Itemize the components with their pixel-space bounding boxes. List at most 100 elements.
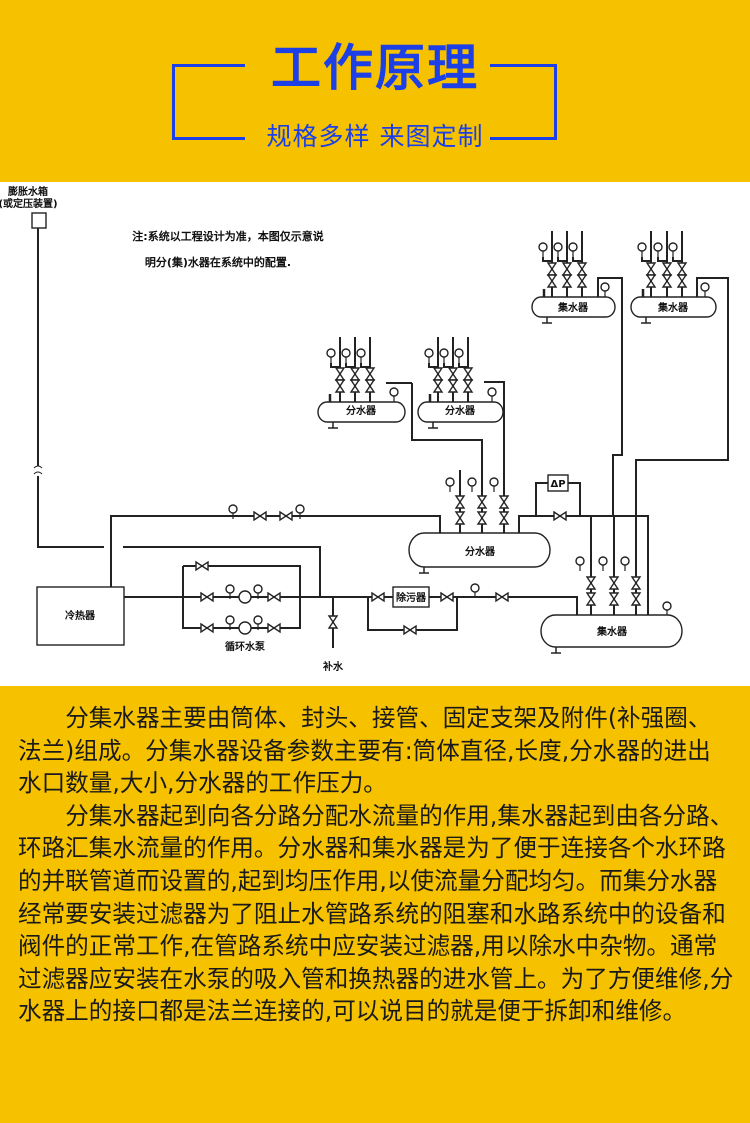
valve-icon [440, 591, 454, 603]
pipe [411, 383, 483, 533]
main-distributor [408, 532, 551, 568]
pressure-gauge-icon [700, 282, 710, 292]
pressure-gauge-icon [568, 242, 578, 252]
expansion-tank [31, 212, 47, 229]
note-line-1: 注:系统以工程设计为准，本图仅示意说 [132, 229, 323, 243]
valve-icon [327, 615, 339, 629]
pressure-gauge-icon [341, 348, 351, 358]
differential-pressure-box [547, 474, 569, 492]
pressure-gauge-icon [553, 242, 563, 252]
pump-icon [238, 621, 252, 635]
pressure-gauge-icon [575, 556, 585, 566]
valve-icon [476, 495, 488, 509]
valve-icon [676, 262, 688, 276]
pressure-gauge-icon [653, 242, 663, 252]
pipe [557, 257, 567, 262]
pipe [37, 476, 104, 548]
valve-icon [498, 511, 510, 525]
paragraph: 分集水器主要由筒体、封头、接管、固定支架及附件(补强圈、法兰)组成。分集水器设备… [18, 704, 712, 798]
valve-icon [645, 274, 657, 288]
pressure-gauge-icon [225, 615, 235, 625]
valve-icon [253, 510, 267, 522]
bracket-right [490, 64, 557, 140]
valve-icon [661, 262, 673, 276]
valve-icon [608, 592, 620, 606]
valve-icon [462, 367, 474, 381]
valve-icon [630, 576, 642, 590]
pressure-gauge-icon [662, 601, 672, 611]
valve-icon [279, 510, 293, 522]
pressure-gauge-icon [470, 583, 480, 593]
chiller-label: 冷热器 [65, 609, 96, 622]
collector-a-label: 集水器 [557, 301, 589, 314]
pipe [641, 257, 651, 262]
pressure-gauge-icon [225, 584, 235, 594]
makeup-label: 补水 [322, 660, 344, 673]
pressure-gauge-icon [538, 242, 548, 252]
pipe [123, 546, 321, 597]
pipe [182, 565, 301, 629]
valve-icon [454, 495, 466, 509]
valve-icon [403, 624, 417, 636]
valve-icon [447, 379, 459, 393]
valve-icon [349, 379, 361, 393]
valve-icon [546, 262, 558, 276]
pipe [657, 257, 667, 262]
valve-icon [334, 379, 346, 393]
collector-b-label: 集水器 [657, 301, 689, 314]
valve-icon [432, 379, 444, 393]
valve-icon [267, 591, 281, 603]
valve-icon [200, 622, 214, 634]
pressure-gauge-icon [600, 282, 610, 292]
paragraph: 分集水器起到向各分路分配水流量的作用,集水器起到由各分路、环路汇集水流量的作用。… [18, 801, 734, 1026]
piping-schematic: 膨胀水箱 (或定压装置) 注:系统以工程设计为准，本图仅示意说 明分(集)水器在… [0, 185, 729, 673]
pipe [542, 257, 552, 262]
system-diagram: 膨胀水箱 (或定压装置) 注:系统以工程设计为准，本图仅示意说 明分(集)水器在… [0, 182, 750, 686]
valve-icon [561, 274, 573, 288]
bracket-left [172, 64, 245, 140]
main-distributor-label: 分水器 [465, 545, 496, 558]
valve-icon [498, 495, 510, 509]
pipe [672, 257, 682, 262]
pressure-gauge-icon [668, 242, 678, 252]
pressure-gauge-icon [489, 477, 499, 487]
valve-icon [349, 367, 361, 381]
pressure-gauge-icon [356, 348, 366, 358]
valve-icon [447, 367, 459, 381]
pressure-gauge-icon [228, 504, 238, 514]
valve-icon [195, 560, 209, 572]
pipe [635, 277, 729, 516]
distributor-b-label: 分水器 [445, 404, 476, 417]
collector-b [630, 296, 717, 318]
valve-icon [454, 511, 466, 525]
pipe [568, 482, 581, 516]
valve-icon [546, 274, 558, 288]
valve-icon [200, 591, 214, 603]
valve-icon [576, 274, 588, 288]
pressure-gauge-icon [253, 584, 263, 594]
pressure-gauge-icon [445, 477, 455, 487]
pressure-gauge-icon [389, 387, 399, 397]
valve-icon [553, 510, 567, 522]
pressure-gauge-icon [467, 477, 477, 487]
main-collector [540, 614, 683, 648]
strainer-box [392, 586, 430, 608]
valve-icon [334, 367, 346, 381]
valve-icon [645, 262, 657, 276]
distributor-a [317, 401, 406, 423]
valve-icon [630, 592, 642, 606]
valve-icon [364, 367, 376, 381]
pipe-break-icon [33, 465, 43, 475]
pipe [484, 381, 505, 533]
pipe [443, 363, 453, 368]
distributor-a-label: 分水器 [346, 404, 377, 417]
pipe [458, 363, 468, 368]
valve-icon [661, 274, 673, 288]
pipe [110, 515, 441, 587]
pressure-gauge-icon [253, 615, 263, 625]
pressure-gauge-icon [295, 504, 305, 514]
pipe [597, 277, 623, 516]
main-collector-label: 集水器 [596, 625, 628, 638]
pipe [345, 363, 355, 368]
valve-icon [495, 591, 509, 603]
